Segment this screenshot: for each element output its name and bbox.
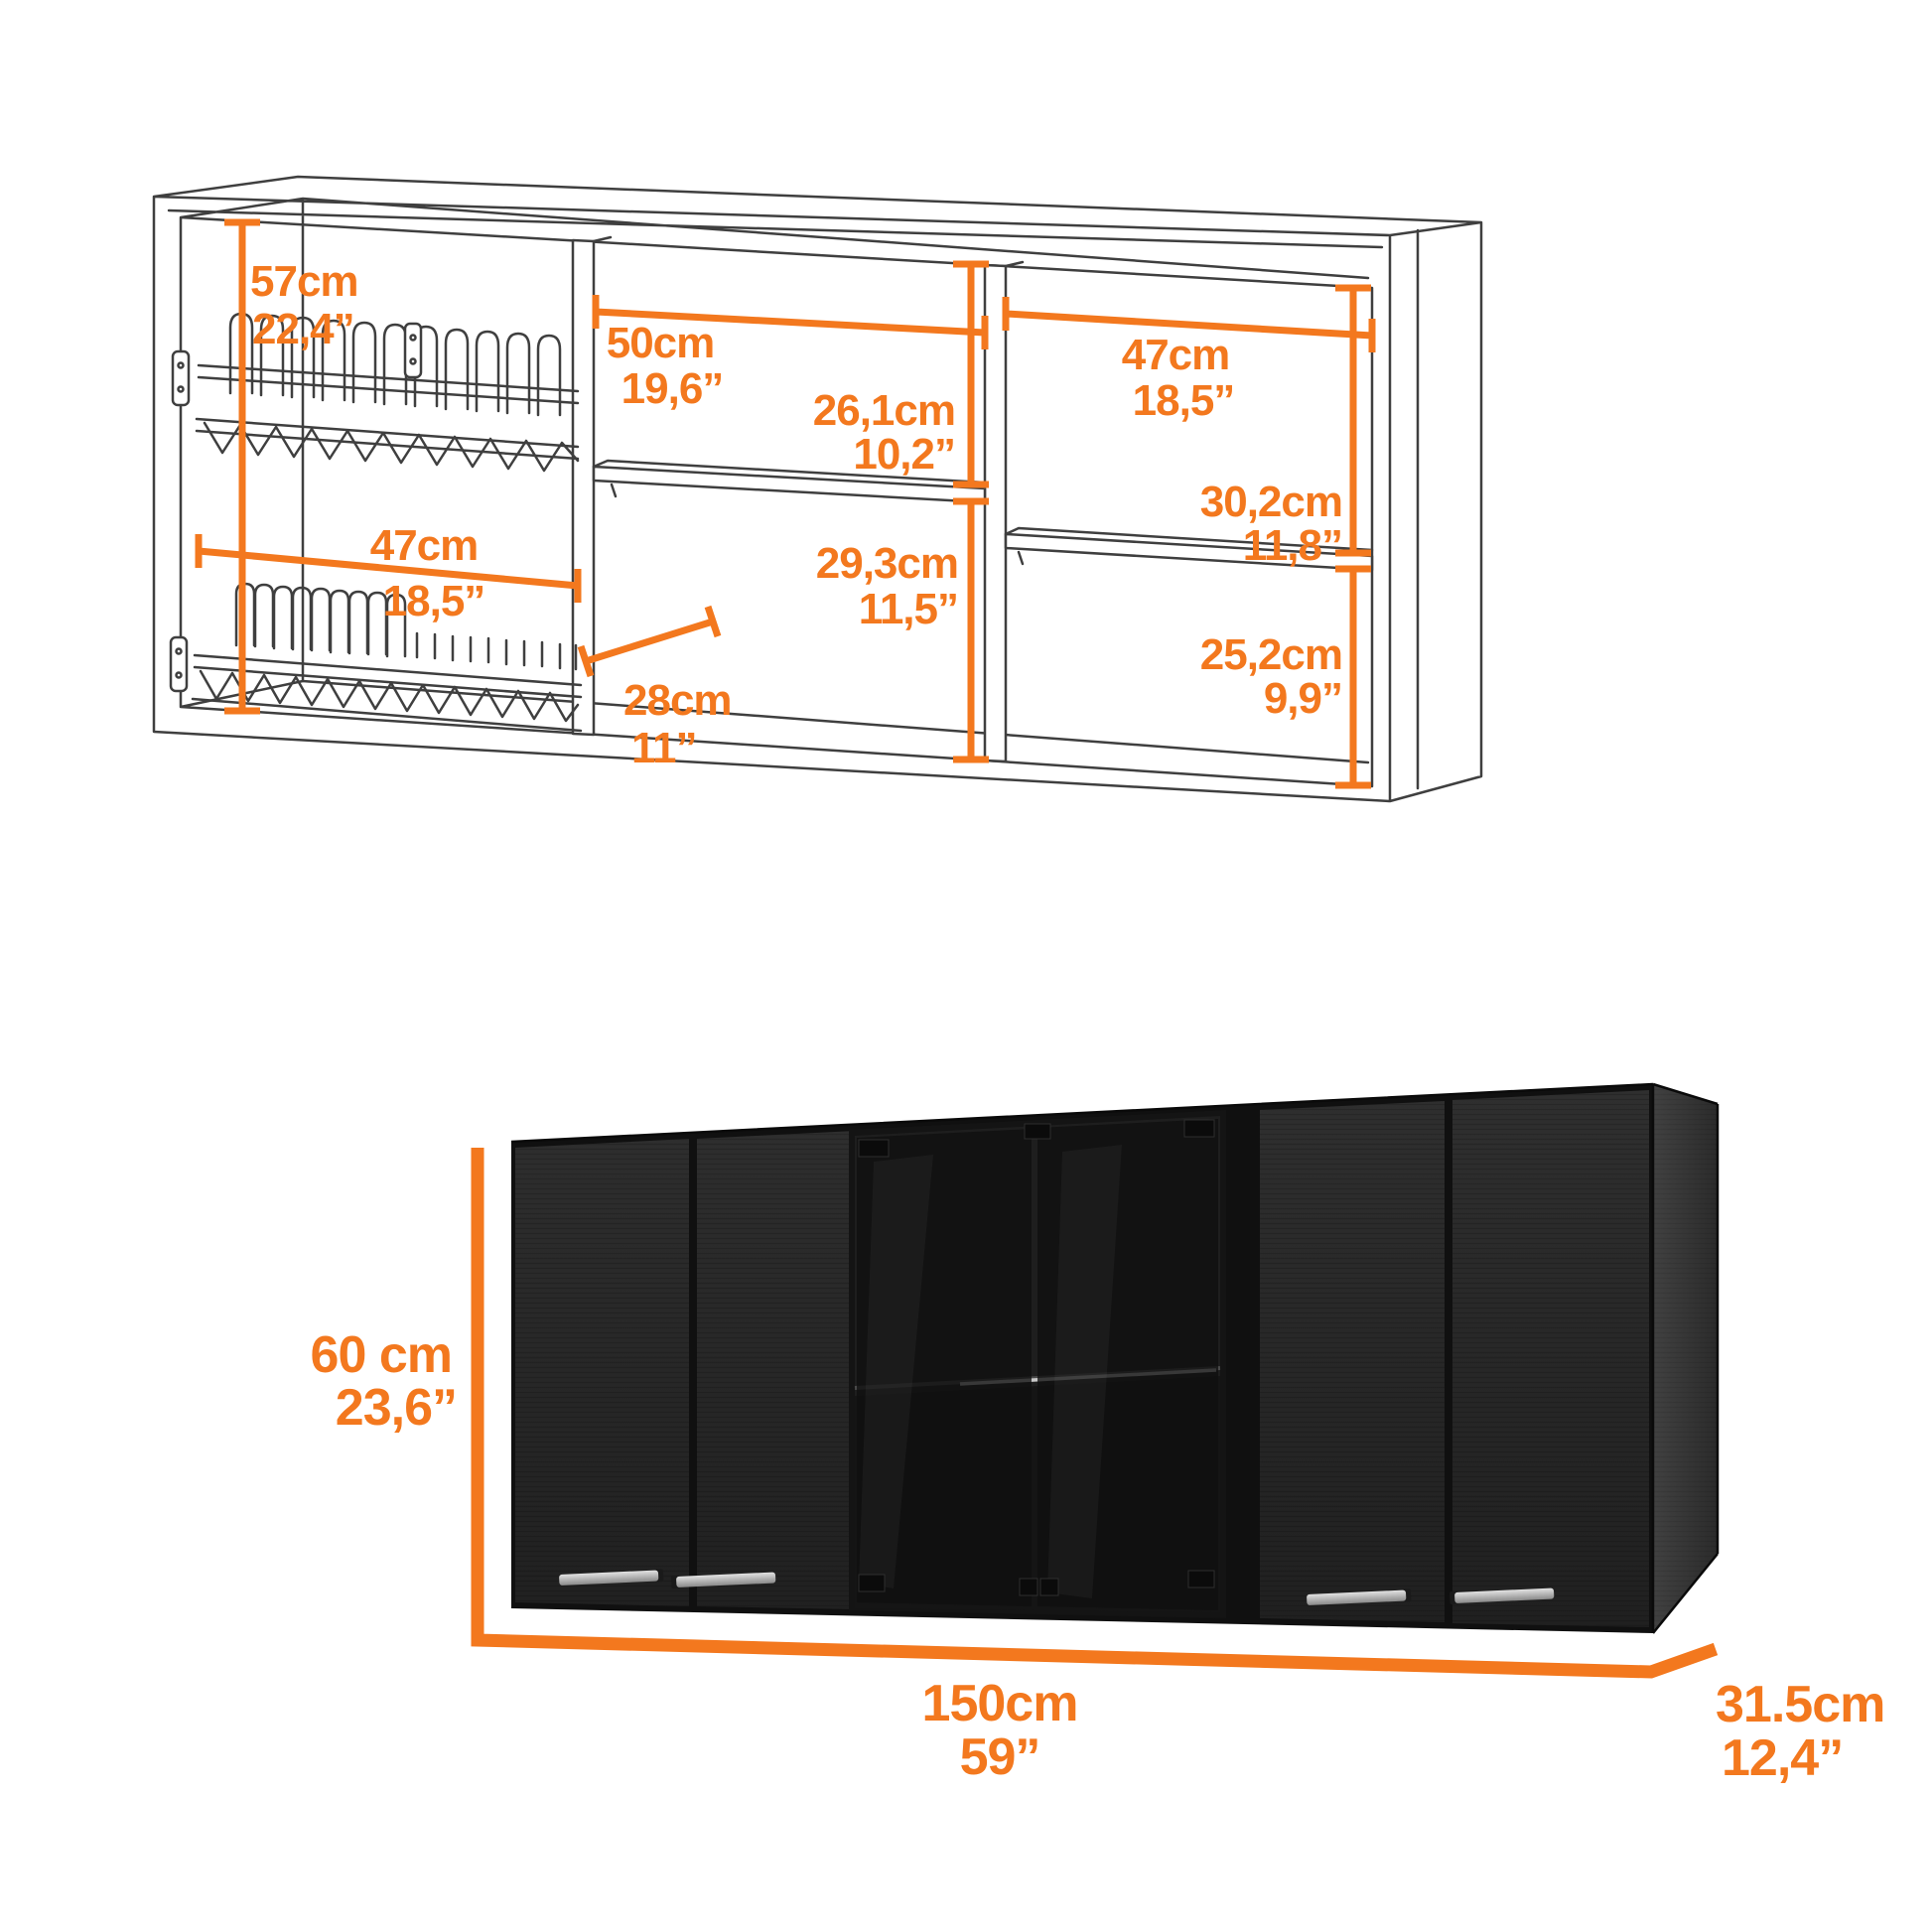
dim-line-right-width (1002, 297, 1376, 352)
glass-rack-illustration (171, 312, 580, 473)
dim-middle-upper-height-in: 10,2” (853, 430, 955, 479)
dim-middle-width-in: 19,6” (621, 364, 724, 413)
dim-line-height-width-depth (471, 1148, 1719, 1679)
dim-middle-lower-height-cm: 29,3cm (816, 539, 958, 588)
door-handle-left-1 (559, 1569, 664, 1586)
dim-depth-in: 11” (631, 724, 697, 772)
dim-line-middle-upper-height (953, 260, 989, 488)
door-handle-right-1 (1307, 1588, 1412, 1605)
dim-right-lower-height-in: 9,9” (1264, 674, 1342, 723)
divider-depth-edges (592, 235, 1025, 268)
dim-interior-height-cm: 57cm (250, 257, 358, 306)
dim-width-in: 59” (960, 1728, 1040, 1786)
glass-pane-left (857, 1129, 1032, 1606)
dim-right-upper-height-in: 11,8” (1243, 521, 1342, 570)
dim-right-lower-height-cm: 25,2cm (1200, 630, 1342, 679)
dim-line-interior-height (224, 218, 260, 715)
dim-depth-cm: 28cm (623, 676, 732, 725)
dish-rack-illustration (169, 582, 583, 733)
dim-right-width-in: 18,5” (1133, 376, 1235, 425)
cabinet-side-grain (1653, 1084, 1718, 1633)
dim-line-middle-lower-height (953, 497, 989, 763)
dim-right-upper-height-cm: 30,2cm (1200, 478, 1342, 526)
glass-door-hinges (858, 1119, 1215, 1596)
dim-line-middle-width (592, 295, 989, 349)
door-handle-right-2 (1449, 1587, 1555, 1605)
dim-width-cm: 150cm (922, 1675, 1078, 1732)
dim-middle-width-cm: 50cm (607, 319, 715, 367)
dim-depth-cm: 31.5cm (1716, 1676, 1884, 1733)
right-shelf-depth (1004, 526, 1374, 566)
interior-dimensions-diagram: 57cm 22,4” 47cm 18,5” 50cm 19,6” 26,1cm … (152, 175, 1483, 803)
cabinet-outline (152, 175, 1483, 803)
right-shelf (1004, 532, 1374, 572)
divider-panels (571, 238, 1008, 763)
dim-line-right-lower-height (1335, 565, 1371, 789)
dimension-lines (195, 218, 1376, 789)
dim-right-width-cm: 47cm (1122, 331, 1230, 379)
render-dimension-labels: 60 cm 23,6” 150cm 59” 31.5cm 12,4” (311, 1326, 1886, 1787)
middle-shelf-depth (592, 459, 987, 498)
dim-middle-lower-height-in: 11,5” (859, 585, 958, 633)
dim-interior-height-in: 22,4” (252, 305, 354, 353)
dim-line-right-upper-height (1335, 284, 1371, 557)
glass-reflection (859, 1145, 1122, 1598)
dimension-labels: 57cm 22,4” 47cm 18,5” 50cm 19,6” 26,1cm … (250, 257, 1343, 772)
dim-height-in: 23,6” (336, 1379, 457, 1437)
glass-pane-right (1037, 1119, 1218, 1610)
dim-height-cm: 60 cm (311, 1326, 452, 1384)
cabinet-doors-grain (515, 1090, 1649, 1627)
dim-line-left-width (195, 534, 582, 603)
dim-line-depth (577, 605, 722, 678)
cabinet-product-render: 60 cm 23,6” 150cm 59” 31.5cm 12,4” (311, 1082, 1886, 1787)
cabinet-edge-lines (510, 1082, 1720, 1634)
dim-depth-in: 12,4” (1722, 1729, 1843, 1787)
door-handle-left-2 (671, 1572, 776, 1589)
dim-middle-upper-height-cm: 26,1cm (813, 386, 955, 435)
dim-left-width-cm: 47cm (370, 521, 479, 570)
dim-left-width-in: 18,5” (383, 577, 485, 625)
